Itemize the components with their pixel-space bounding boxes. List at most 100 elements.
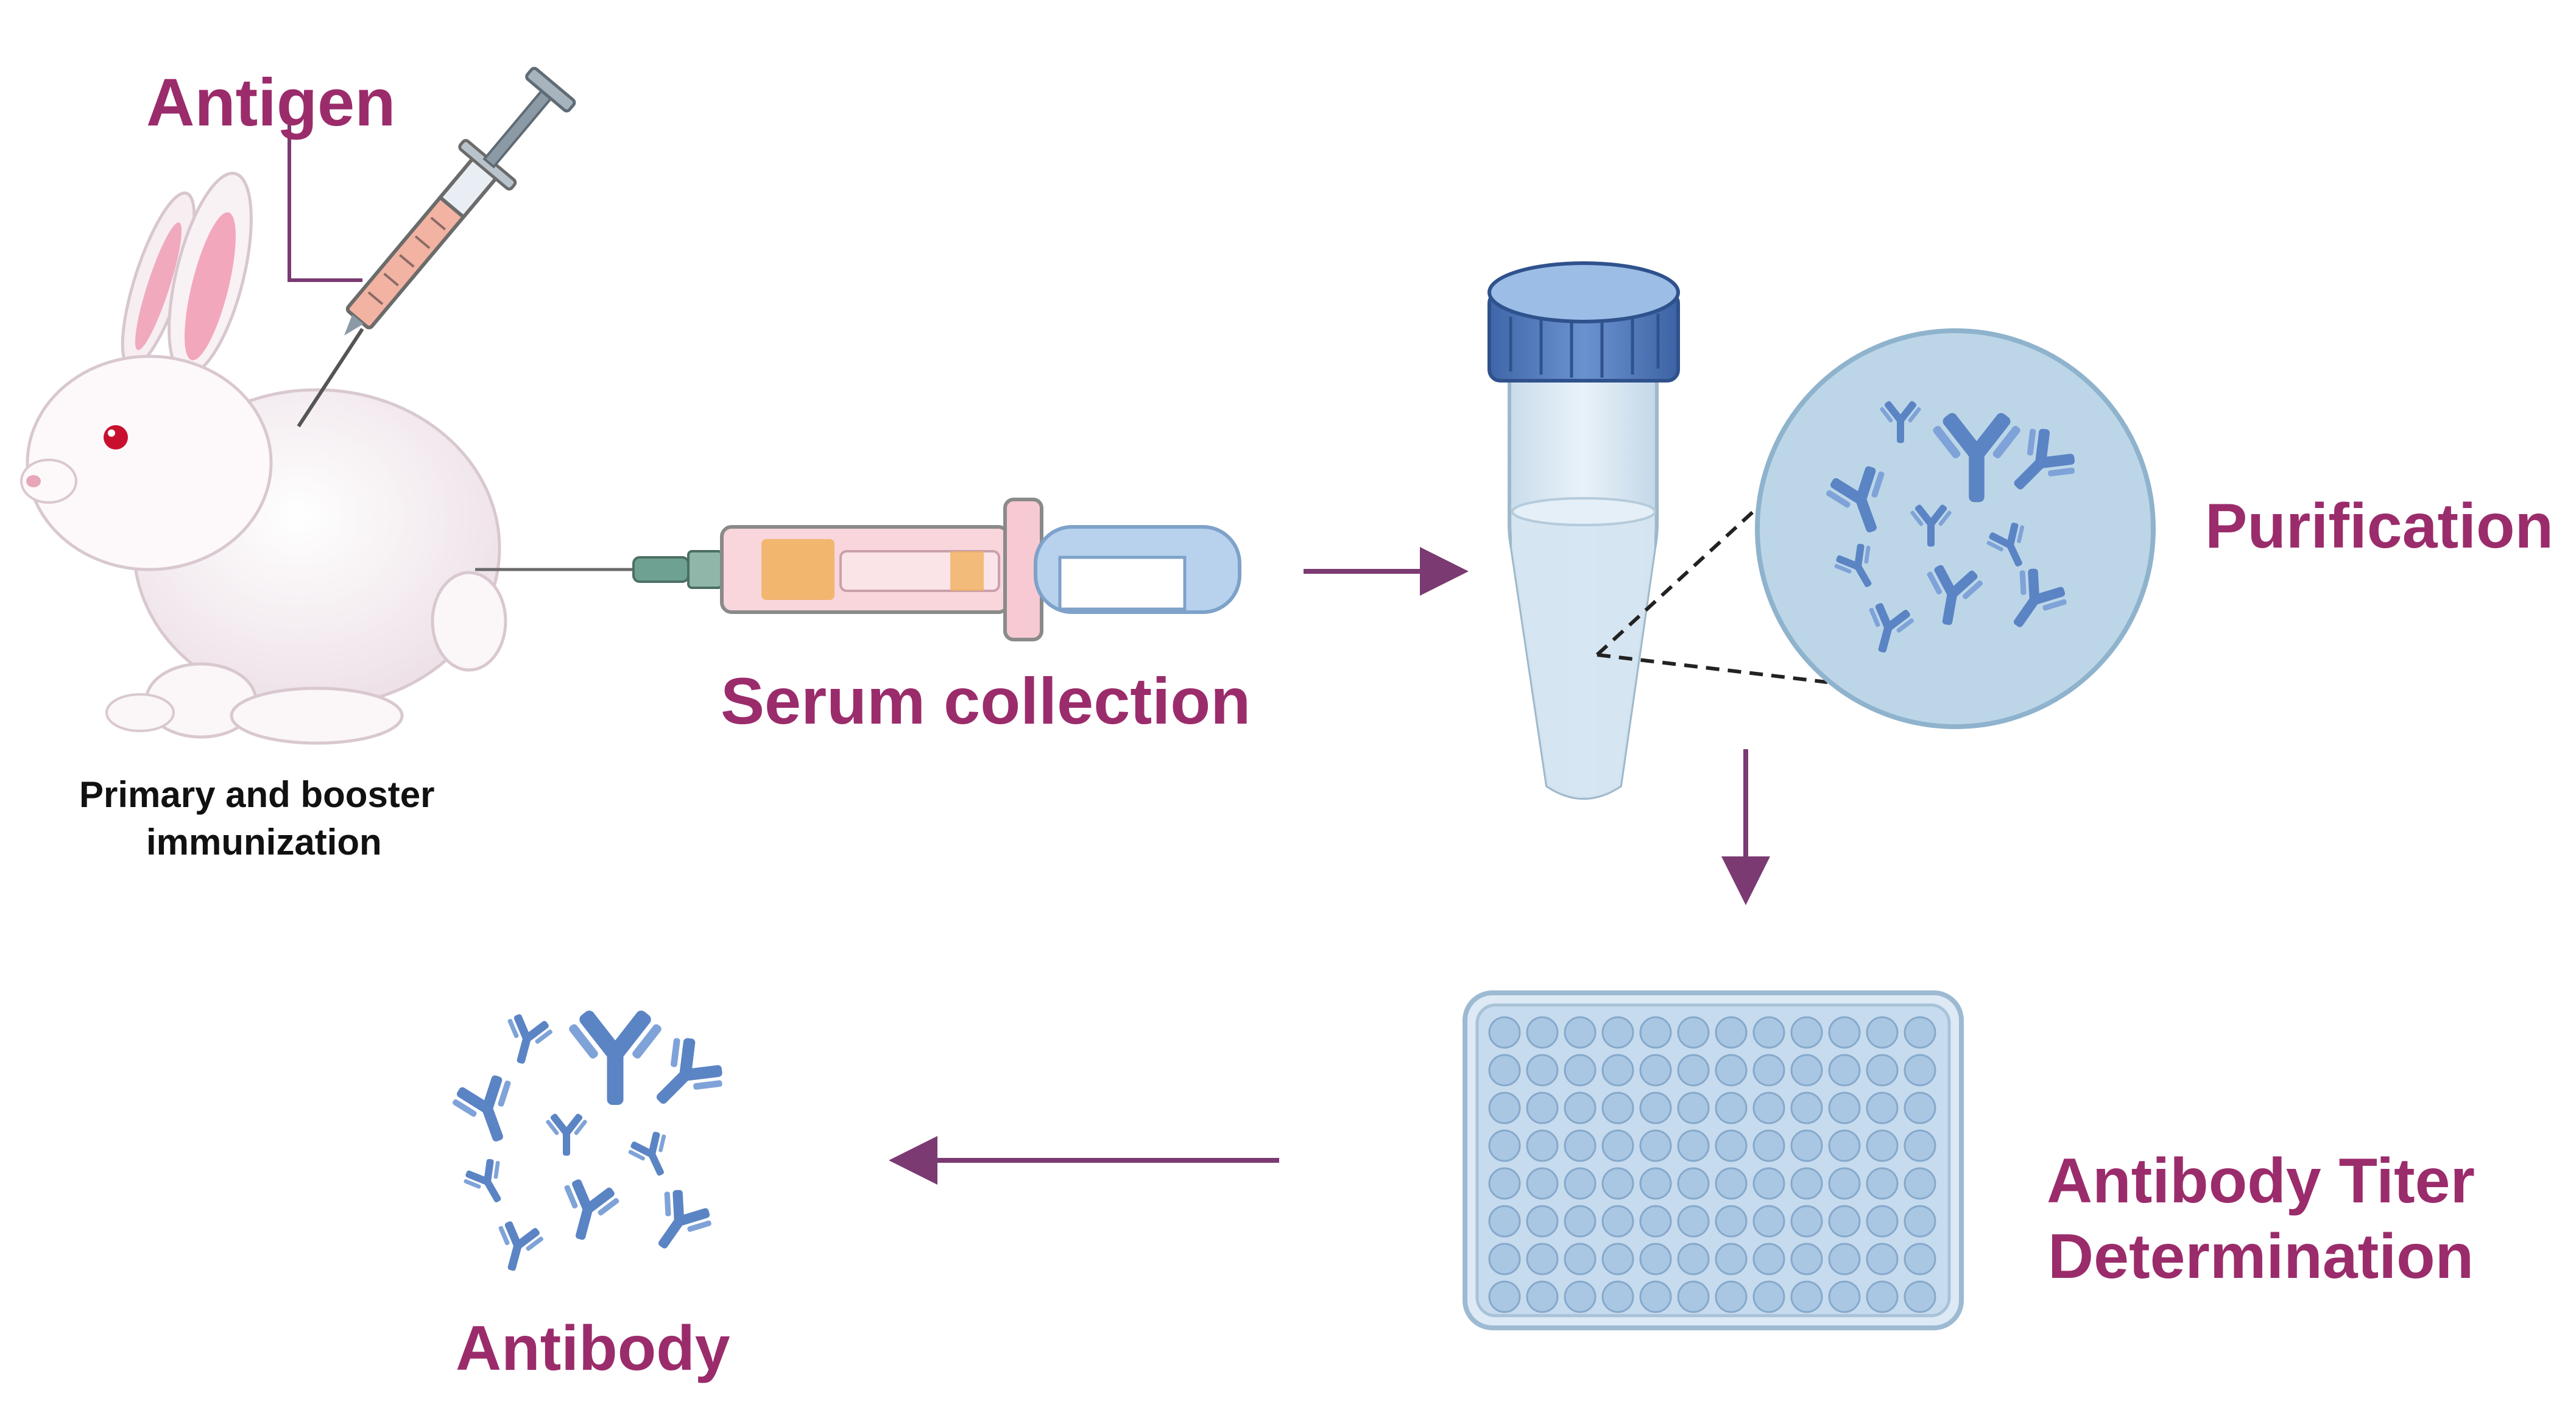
plate-well xyxy=(1828,1243,1861,1275)
plate-well xyxy=(1715,1092,1748,1124)
purification-magnifier xyxy=(1595,328,2156,729)
plate-well xyxy=(1866,1205,1899,1238)
plate-well xyxy=(1564,1129,1597,1162)
plate-well xyxy=(1715,1129,1748,1162)
plate-well xyxy=(1904,1205,1936,1238)
plate-well xyxy=(1526,1054,1559,1087)
plate-well xyxy=(1639,1054,1672,1087)
immunization-label-line1: Primary and booster xyxy=(79,774,435,815)
plate-well xyxy=(1828,1092,1861,1124)
plate-well xyxy=(1677,1205,1710,1238)
plate-well xyxy=(1866,1054,1899,1087)
plate-well xyxy=(1639,1280,1672,1313)
plate-well xyxy=(1904,1016,1936,1049)
plate-well xyxy=(1564,1016,1597,1049)
plate-well xyxy=(1526,1016,1559,1049)
plate-well xyxy=(1526,1167,1559,1200)
plate-well xyxy=(1488,1016,1521,1049)
plate-well xyxy=(1904,1129,1936,1162)
antibody-label: Antibody xyxy=(456,1313,730,1384)
well-plate xyxy=(1463,990,1964,1330)
plate-well xyxy=(1601,1243,1634,1275)
plate-wells xyxy=(1488,1016,1936,1313)
plate-well xyxy=(1790,1205,1823,1238)
plate-well xyxy=(1790,1280,1823,1313)
plate-well xyxy=(1677,1092,1710,1124)
plate-well xyxy=(1866,1016,1899,1049)
plate-well xyxy=(1866,1167,1899,1200)
antigen-syringe xyxy=(288,66,576,428)
needle xyxy=(297,328,364,428)
plate-well xyxy=(1488,1243,1521,1275)
antigen-leader-line xyxy=(288,119,362,282)
plate-well xyxy=(1904,1054,1936,1087)
plate-well xyxy=(1828,1129,1861,1162)
plate-well xyxy=(1790,1092,1823,1124)
plate-well xyxy=(1677,1243,1710,1275)
antibody-cluster xyxy=(446,1008,733,1277)
plate-well xyxy=(1790,1243,1823,1275)
plate-well xyxy=(1790,1129,1823,1162)
plate-well xyxy=(1866,1092,1899,1124)
plate-well xyxy=(1639,1167,1672,1200)
plate-well xyxy=(1601,1167,1634,1200)
plate-well xyxy=(1866,1129,1899,1162)
plate-well xyxy=(1677,1167,1710,1200)
rabbit-illustration xyxy=(20,172,507,745)
plate-well xyxy=(1715,1167,1748,1200)
plate-well xyxy=(1715,1016,1748,1049)
plate-well xyxy=(1526,1129,1559,1162)
serum-collection-syringe xyxy=(475,498,1241,641)
plate-well xyxy=(1488,1280,1521,1313)
plate-well xyxy=(1904,1280,1936,1313)
plate-well xyxy=(1639,1092,1672,1124)
plate-well xyxy=(1752,1205,1785,1238)
plate-well xyxy=(1601,1280,1634,1313)
plate-well xyxy=(1715,1280,1748,1313)
plate-well xyxy=(1828,1280,1861,1313)
antigen-label: Antigen xyxy=(146,65,396,140)
plate-well xyxy=(1715,1205,1748,1238)
plate-well xyxy=(1564,1167,1597,1200)
plate-well xyxy=(1790,1167,1823,1200)
purification-label: Purification xyxy=(2205,491,2554,562)
plate-well xyxy=(1601,1092,1634,1124)
plate-well xyxy=(1564,1092,1597,1124)
plate-well xyxy=(1904,1092,1936,1124)
plate-well xyxy=(1828,1054,1861,1087)
plate-well xyxy=(1639,1016,1672,1049)
plate-well xyxy=(1828,1016,1861,1049)
plate-well xyxy=(1752,1280,1785,1313)
plate-well xyxy=(1715,1054,1748,1087)
plate-well xyxy=(1601,1205,1634,1238)
plate-well xyxy=(1677,1054,1710,1087)
plate-well xyxy=(1601,1016,1634,1049)
plate-well xyxy=(1752,1092,1785,1124)
plate-well xyxy=(1828,1205,1861,1238)
plate-well xyxy=(1752,1243,1785,1275)
plate-well xyxy=(1752,1054,1785,1087)
plate-well xyxy=(1828,1167,1861,1200)
plate-well xyxy=(1488,1167,1521,1200)
plate-well xyxy=(1752,1167,1785,1200)
plate-well xyxy=(1866,1243,1899,1275)
plate-well xyxy=(1564,1054,1597,1087)
plate-well xyxy=(1526,1280,1559,1313)
plate-well xyxy=(1752,1016,1785,1049)
plate-well xyxy=(1677,1129,1710,1162)
plate-well xyxy=(1564,1280,1597,1313)
plate-well xyxy=(1639,1243,1672,1275)
titer-label-line2: Determination xyxy=(2048,1221,2474,1292)
plate-well xyxy=(1488,1205,1521,1238)
plate-well xyxy=(1526,1092,1559,1124)
plate-well xyxy=(1866,1280,1899,1313)
plate-well xyxy=(1904,1167,1936,1200)
plate-well xyxy=(1526,1243,1559,1275)
plate-well xyxy=(1601,1129,1634,1162)
plate-well xyxy=(1715,1243,1748,1275)
plate-well xyxy=(1639,1205,1672,1238)
titer-label-line1: Antibody Titer xyxy=(2047,1146,2475,1216)
plate-well xyxy=(1564,1243,1597,1275)
